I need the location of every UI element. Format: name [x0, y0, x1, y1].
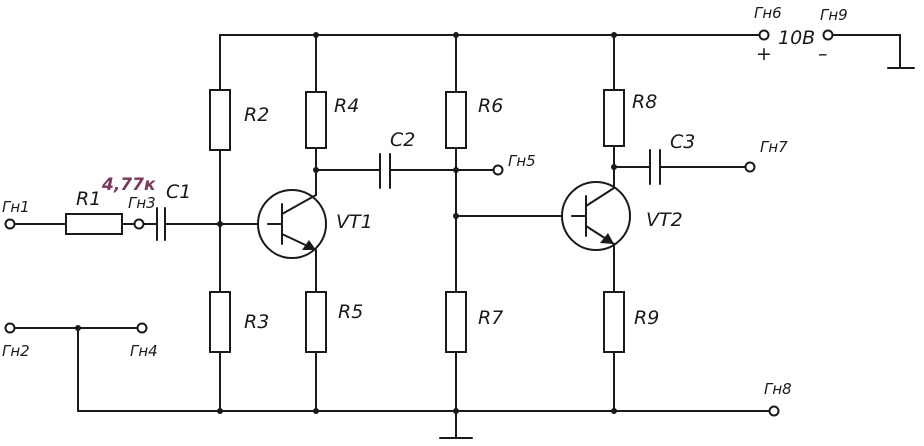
transistor-vt1 — [257, 189, 327, 259]
terminal-gn2[interactable] — [4, 322, 16, 334]
transistor-vt2-collector — [585, 187, 615, 207]
terminal-gn6[interactable] — [758, 29, 770, 41]
junction — [611, 164, 617, 170]
capacitors — [156, 149, 661, 241]
capacitor-c2 — [379, 153, 391, 189]
terminal-gn3[interactable] — [133, 218, 145, 230]
component-labels: R1 R2 R3 R4 R5 R6 R7 R8 R9 C1 C2 C3 VT1 … — [76, 91, 695, 333]
terminal-labels: Гн1 Гн3 Гн2 Гн4 Гн5 Гн6 Гн7 Гн8 Гн9 — [2, 4, 848, 398]
terminal-gn5[interactable] — [492, 164, 504, 176]
junction — [313, 408, 319, 414]
label-r1: R1 — [76, 188, 101, 210]
label-vt2: VT2 — [646, 209, 683, 231]
terminals — [4, 29, 834, 417]
resistor-r2 — [209, 89, 231, 151]
label-gn3: Гн3 — [128, 194, 156, 212]
junction — [453, 167, 459, 173]
resistor-r5 — [305, 291, 327, 353]
transistor-vt1-collector — [281, 194, 317, 215]
junction — [313, 32, 319, 38]
resistor-r9 — [603, 291, 625, 353]
label-gn4: Гн4 — [130, 342, 158, 360]
terminal-gn9[interactable] — [822, 29, 834, 41]
junction — [453, 213, 459, 219]
label-c2: C2 — [390, 129, 415, 151]
junction — [453, 32, 459, 38]
resistance-annotation: 4,77к — [101, 175, 156, 195]
transistor-vt2-body — [561, 181, 631, 251]
resistor-r1 — [65, 213, 123, 235]
emitter-arrow-icon — [302, 240, 316, 250]
capacitor-c3 — [649, 149, 661, 185]
label-c1: C1 — [166, 181, 191, 203]
label-gn1: Гн1 — [2, 198, 30, 216]
label-gn6: Гн6 — [754, 4, 782, 22]
label-r5: R5 — [338, 301, 363, 323]
label-r6: R6 — [478, 95, 503, 117]
resistor-r6 — [445, 91, 467, 149]
junction — [75, 325, 81, 331]
resistor-r3 — [209, 291, 231, 353]
resistor-r4 — [305, 91, 327, 149]
resistors — [65, 89, 625, 353]
emitter-arrow-icon — [600, 233, 614, 244]
terminal-gn7[interactable] — [744, 161, 756, 173]
label-gn5: Гн5 — [508, 152, 536, 170]
label-gn8: Гн8 — [764, 380, 792, 398]
label-r3: R3 — [244, 311, 269, 333]
junction — [611, 408, 617, 414]
label-r2: R2 — [244, 104, 269, 126]
label-r9: R9 — [634, 307, 659, 329]
label-c3: C3 — [670, 131, 695, 153]
junction — [313, 167, 319, 173]
terminal-gn4[interactable] — [136, 322, 148, 334]
junction — [217, 408, 223, 414]
resistor-r7 — [445, 291, 467, 353]
label-gn2: Гн2 — [2, 342, 30, 360]
label-r7: R7 — [478, 307, 503, 329]
capacitor-c1 — [156, 207, 166, 241]
label-gn9: Гн9 — [820, 6, 848, 24]
supply-labels: + 10В – — [756, 27, 828, 65]
junctions — [75, 32, 617, 414]
terminal-gn8[interactable] — [768, 405, 780, 417]
label-r8: R8 — [632, 91, 657, 113]
wiring — [13, 34, 915, 439]
junction — [453, 408, 459, 414]
junction — [217, 221, 223, 227]
junction — [611, 32, 617, 38]
supply-minus-sign: – — [818, 43, 828, 65]
terminal-gn1[interactable] — [4, 218, 16, 230]
label-vt1: VT1 — [336, 211, 373, 233]
supply-plus-sign: + — [756, 43, 772, 65]
label-r4: R4 — [334, 95, 359, 117]
label-gn7: Гн7 — [760, 138, 788, 156]
resistor-r8 — [603, 89, 625, 147]
supply-voltage: 10В — [778, 27, 815, 49]
transistor-vt2 — [561, 181, 631, 251]
